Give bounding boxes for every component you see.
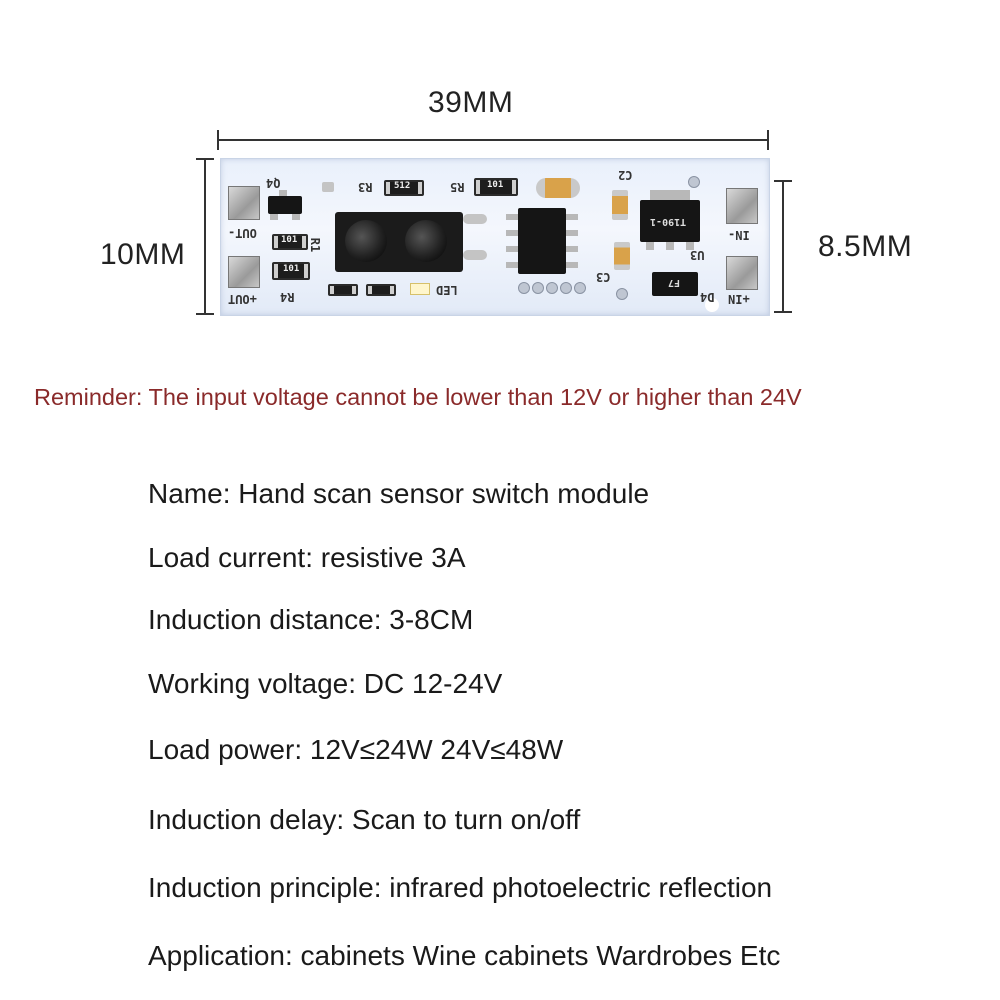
test-point	[532, 282, 544, 294]
u3-tab	[650, 190, 690, 200]
out-plus-pad	[228, 256, 260, 288]
u3-regulator	[640, 200, 700, 242]
in-plus-pad	[726, 256, 758, 290]
c2-silk: C2	[618, 168, 633, 182]
test-point	[574, 282, 586, 294]
r1-silk: R1	[308, 237, 323, 253]
resistor-101-top	[474, 178, 518, 196]
resistor-101-left-b	[272, 262, 310, 280]
test-point	[616, 288, 628, 300]
spec-load-power: Load power: 12V≤24W 24V≤48W	[148, 734, 564, 765]
d4-silk: D4	[700, 290, 715, 304]
out-minus-silk: OUT-	[228, 226, 257, 240]
ic-pin	[506, 214, 518, 220]
ic-pin	[566, 230, 578, 236]
in-minus-pad	[726, 188, 758, 224]
spec-induction-distance: Induction distance: 3-8CM	[148, 604, 474, 635]
ic-pin	[566, 214, 578, 220]
inner-height-dimension-label: 8.5MM	[818, 230, 913, 263]
ic-pin	[506, 246, 518, 252]
u3-regulator-code: T190-1	[650, 216, 687, 227]
width-dimension-tick-left	[217, 130, 219, 150]
status-led	[410, 283, 430, 295]
spec-load-current: Load current: resistive 3A	[148, 542, 466, 573]
c3-silk: C3	[596, 270, 611, 284]
u3-pin	[666, 242, 674, 250]
sop8-ic	[518, 208, 566, 274]
out-minus-pad	[228, 186, 260, 220]
test-point	[688, 176, 700, 188]
d4-diode-code: F7	[668, 277, 681, 288]
in-plus-silk: +IN	[728, 292, 750, 306]
u3-silk: U3	[690, 248, 705, 262]
voltage-reminder: Reminder: The input voltage cannot be lo…	[34, 384, 802, 410]
board-notch	[705, 298, 719, 312]
width-dimension-line	[218, 139, 768, 141]
width-dimension-label: 39MM	[428, 86, 514, 119]
q4-transistor	[268, 196, 302, 214]
spec-application: Application: cabinets Wine cabinets Ward…	[148, 940, 781, 971]
out-plus-silk: +OUT	[228, 292, 257, 306]
capacitor-c2	[612, 190, 628, 220]
height-dimension-tick-top	[196, 158, 214, 160]
led-silk: LED	[436, 283, 458, 297]
inner-height-dimension-tick-top	[774, 180, 792, 182]
u3-pin	[686, 242, 694, 250]
resistor-bottom-b	[366, 284, 396, 296]
spec-name: Name: Hand scan sensor switch module	[148, 478, 650, 509]
height-dimension-tick-bottom	[196, 313, 214, 315]
ic-pin	[566, 246, 578, 252]
resistor-bottom-a	[328, 284, 358, 296]
resistor-101-left-a-code: 101	[281, 235, 298, 245]
d4-diode	[652, 272, 698, 296]
resistor-101-left-b-code: 101	[283, 264, 300, 274]
ic-pin	[506, 230, 518, 236]
in-minus-silk: IN-	[728, 228, 750, 242]
capacitor-c3	[614, 242, 630, 270]
q4-pin	[279, 190, 287, 196]
r5-silk: R5	[450, 180, 465, 194]
sensor-lead	[463, 214, 487, 224]
spec-induction-principle: Induction principle: infrared photoelect…	[148, 872, 773, 903]
inner-height-dimension-line	[782, 180, 784, 312]
u3-pin	[646, 242, 654, 250]
q4-pin	[270, 214, 278, 220]
r3-silk: R3	[358, 180, 373, 194]
resistor-101-left-a	[272, 234, 308, 250]
q4-pin	[292, 214, 300, 220]
spec-working-voltage: Working voltage: DC 12-24V	[148, 668, 503, 699]
test-point	[518, 282, 530, 294]
height-dimension-label: 10MM	[100, 238, 186, 271]
resistor-101-top-code: 101	[487, 180, 504, 190]
test-point	[560, 282, 572, 294]
width-dimension-tick-right	[767, 130, 769, 150]
resistor-512	[384, 180, 424, 196]
capacitor-top	[536, 178, 580, 198]
ir-emitter	[345, 220, 387, 262]
r4-silk: R4	[280, 290, 295, 304]
q4-silk: Q4	[266, 176, 281, 190]
resistor-512-code: 512	[394, 181, 411, 191]
spec-induction-delay: Induction delay: Scan to turn on/off	[148, 804, 581, 835]
height-dimension-line	[204, 158, 206, 314]
test-point	[546, 282, 558, 294]
ic-pin	[506, 262, 518, 268]
ir-receiver	[405, 220, 447, 262]
inner-height-dimension-tick-bottom	[774, 311, 792, 313]
ic-pin	[566, 262, 578, 268]
capacitor-small-top	[322, 182, 334, 192]
sensor-lead	[463, 250, 487, 260]
